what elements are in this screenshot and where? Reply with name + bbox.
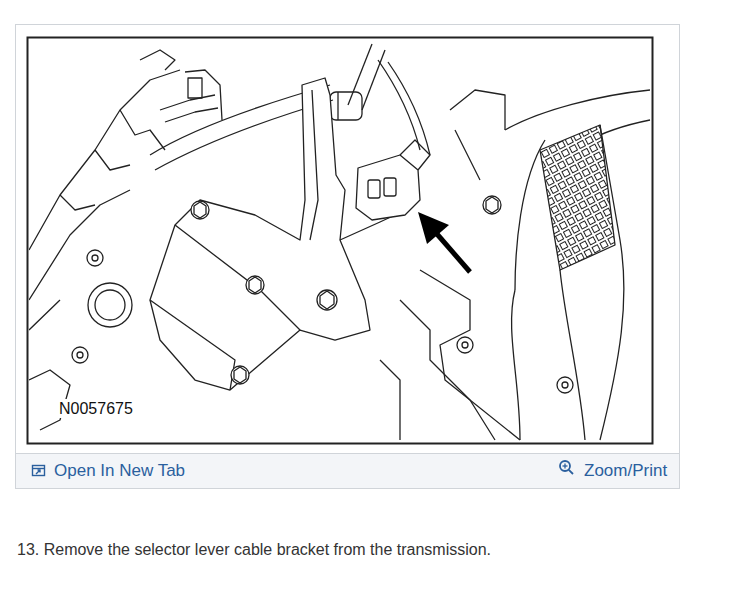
figure-number: N0057675 [57,399,135,418]
panel [16,25,680,489]
zoom-icon [560,461,573,474]
toolbar-bar [16,453,679,488]
toolbar-link: Zoom/Print [582,461,669,481]
step-instruction: 13. Remove the selector lever cable brac… [15,540,493,559]
image-frame [28,38,653,444]
new-tab-icon [33,466,45,476]
line-drawing [29,44,650,440]
toolbar-link: Open In New Tab [52,461,187,481]
locator-arrow [418,212,470,272]
toolbar-rule [16,453,679,454]
